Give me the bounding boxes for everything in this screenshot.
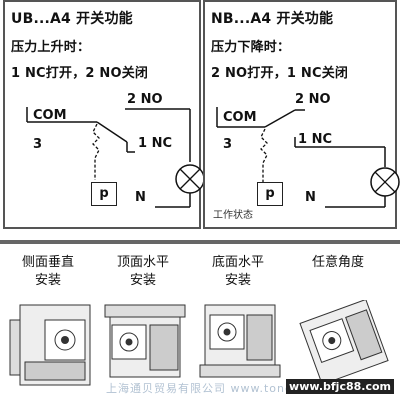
switch-device-icon bbox=[9, 304, 91, 386]
mount-label-top-horizontal: 顶面水平安装 bbox=[116, 255, 169, 288]
label-nc: 1 NC bbox=[298, 132, 332, 147]
panel-condition: 压力下降时： bbox=[211, 40, 291, 55]
panel-effect: 1 NC打开，2 NO关闭 bbox=[11, 66, 149, 81]
switch-wiring-diagram bbox=[26, 107, 205, 208]
switch-device-icon bbox=[199, 304, 281, 378]
site-watermark: www.bfjc88.com bbox=[286, 379, 394, 394]
mount-label-any-angle: 任意角度 bbox=[311, 255, 364, 270]
label-no: 2 NO bbox=[127, 92, 163, 107]
switch-device-icon bbox=[104, 304, 186, 378]
panel-title: UB...A4 开关功能 bbox=[11, 11, 133, 27]
pressure-sensor-icon: p bbox=[257, 182, 283, 206]
label-nc: 1 NC bbox=[138, 136, 172, 151]
mount-label-side-vertical: 侧面垂直安装 bbox=[21, 255, 74, 288]
label-n: N bbox=[135, 190, 146, 205]
diagram-panel-nb: NB...A4 开关功能 压力下降时： 2 NO打开，1 NC关闭 2 NO C… bbox=[203, 0, 400, 229]
label-n: N bbox=[305, 190, 316, 205]
section-divider bbox=[0, 240, 400, 244]
diagram-panel-ub: UB...A4 开关功能 压力上升时： 1 NC打开，2 NO关闭 2 NO C… bbox=[3, 0, 205, 229]
panel-title: NB...A4 开关功能 bbox=[211, 11, 334, 27]
label-com: COM bbox=[223, 110, 257, 125]
label-terminal-3: 3 bbox=[223, 137, 233, 152]
label-terminal-3: 3 bbox=[33, 137, 43, 152]
label-com: COM bbox=[33, 108, 67, 123]
switch-wiring-diagram bbox=[216, 107, 400, 208]
pressure-sensor-icon: p bbox=[91, 182, 117, 206]
status-caption: 工作状态 bbox=[213, 210, 253, 221]
panel-condition: 压力上升时： bbox=[11, 40, 91, 55]
label-no: 2 NO bbox=[295, 92, 331, 107]
mount-label-bottom-horizontal: 底面水平安装 bbox=[211, 255, 264, 288]
panel-effect: 2 NO打开，1 NC关闭 bbox=[211, 66, 349, 81]
switch-device-icon bbox=[299, 300, 389, 386]
